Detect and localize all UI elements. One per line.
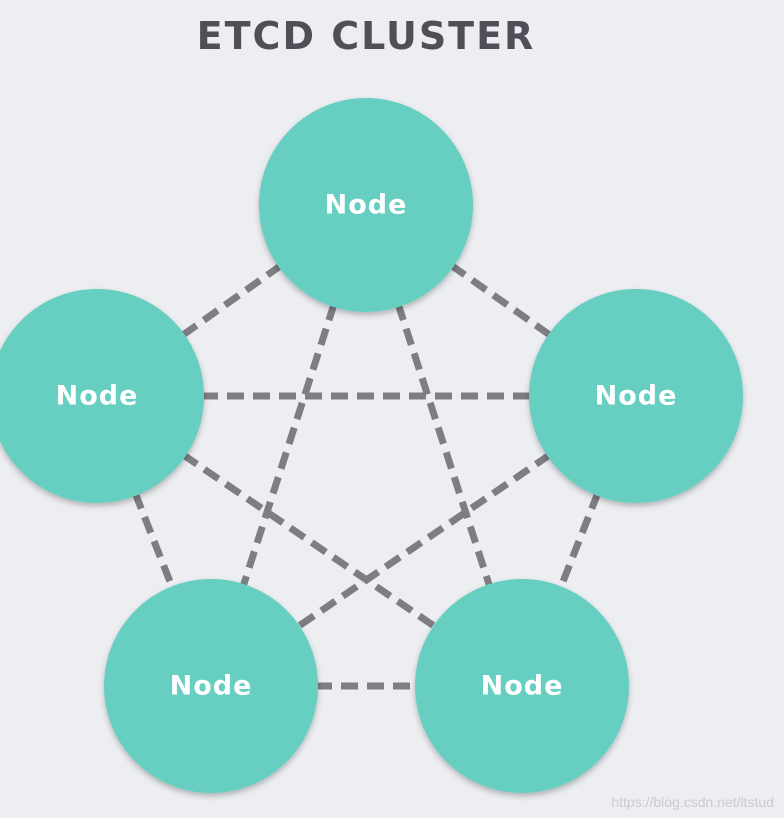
node-bottom-right: Node [415,579,629,793]
node-circle [415,579,629,793]
node-bottom-left: Node [104,579,318,793]
node-label: Node [56,381,139,412]
node-label: Node [481,671,564,702]
node-top: Node [259,98,473,312]
node-label: Node [595,381,678,412]
node-label: Node [325,190,408,221]
node-right: Node [529,289,743,503]
node-circle [0,289,204,503]
diagram-title: ETCD CLUSTER [196,14,536,58]
node-circle [259,98,473,312]
node-label: Node [170,671,253,702]
node-left: Node [0,289,204,503]
watermark: https://blog.csdn.net/ltstud [611,794,774,810]
node-circle [104,579,318,793]
node-circle [529,289,743,503]
